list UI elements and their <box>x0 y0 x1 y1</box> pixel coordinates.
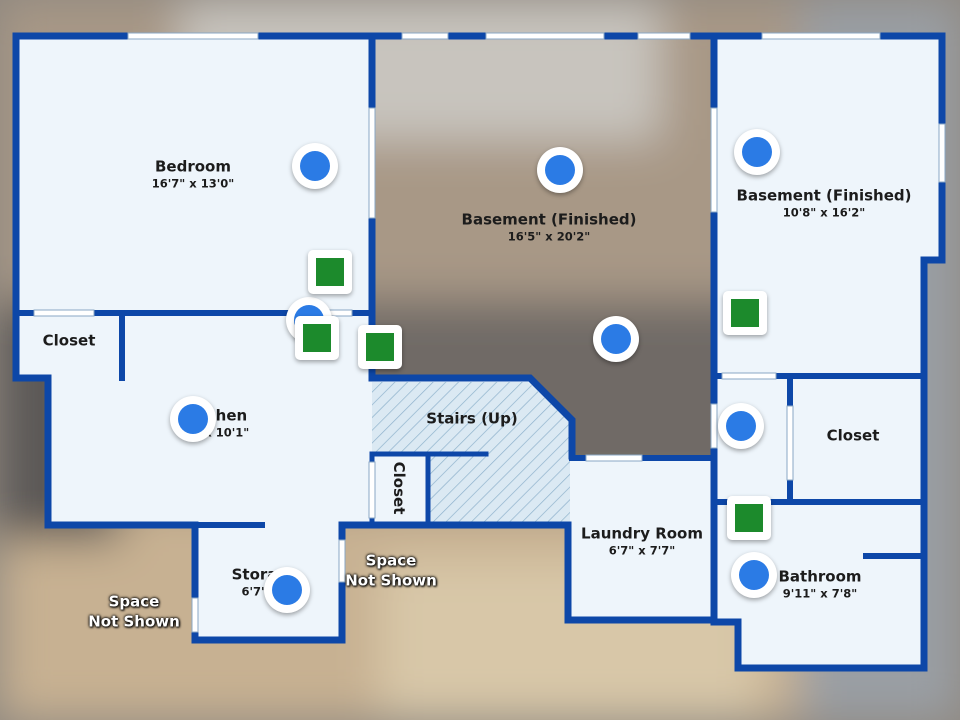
room-name: Bathroom <box>778 567 862 586</box>
room-label-stairs: Stairs (Up) <box>426 410 517 429</box>
camera-pin-icon[interactable] <box>264 567 310 613</box>
room-label-basement-main: Basement (Finished) 16'5" x 20'2" <box>462 210 637 243</box>
room-name: Closet <box>826 426 880 445</box>
room-name: Basement (Finished) <box>461 210 637 229</box>
camera-pin-icon[interactable] <box>718 403 764 449</box>
green-marker-icon[interactable] <box>308 250 352 294</box>
room-name: Basement (Finished) <box>736 186 912 205</box>
room-label-closet-left: Closet <box>43 332 96 351</box>
room-label-laundry: Laundry Room 6'7" x 7'7" <box>581 524 703 557</box>
room-dims: 16'7" x 13'0" <box>151 176 235 191</box>
room-dims: 6'7" x 7'7" <box>608 543 676 558</box>
camera-pin-icon[interactable] <box>537 147 583 193</box>
green-marker-icon[interactable] <box>727 496 771 540</box>
outside-label-line: Not Shown <box>88 612 180 630</box>
windows <box>33 32 946 633</box>
outside-label-space-not-shown: Space Not Shown <box>88 593 180 632</box>
camera-pin-icon[interactable] <box>731 552 777 598</box>
room-label-closet-stairs: Closet <box>390 461 408 515</box>
room-label-bedroom: Bedroom 16'7" x 13'0" <box>152 157 234 190</box>
room-label-basement-right: Basement (Finished) 10'8" x 16'2" <box>737 186 912 219</box>
room-dims: 9'11" x 7'8" <box>782 586 858 601</box>
camera-pin-icon[interactable] <box>292 143 338 189</box>
outside-label-line: Space <box>365 551 417 570</box>
room-label-bathroom: Bathroom 9'11" x 7'8" <box>778 567 861 600</box>
green-marker-icon[interactable] <box>358 325 402 369</box>
outside-label-space-not-shown: Space Not Shown <box>345 552 437 591</box>
green-marker-icon[interactable] <box>295 316 339 360</box>
room-name: Bedroom <box>155 157 231 176</box>
room-name: Closet <box>42 331 96 350</box>
outside-label-line: Space <box>108 592 160 611</box>
camera-pin-icon[interactable] <box>593 316 639 362</box>
camera-pin-icon[interactable] <box>734 129 780 175</box>
outside-label-line: Not Shown <box>345 571 437 589</box>
room-dims: 10'8" x 16'2" <box>782 205 866 220</box>
camera-pin-icon[interactable] <box>170 396 216 442</box>
room-name: Stairs (Up) <box>426 409 518 428</box>
green-marker-icon[interactable] <box>723 291 767 335</box>
room-name: Laundry Room <box>581 524 703 543</box>
room-label-closet-right: Closet <box>827 427 880 446</box>
room-dims: 16'5" x 20'2" <box>507 229 591 244</box>
